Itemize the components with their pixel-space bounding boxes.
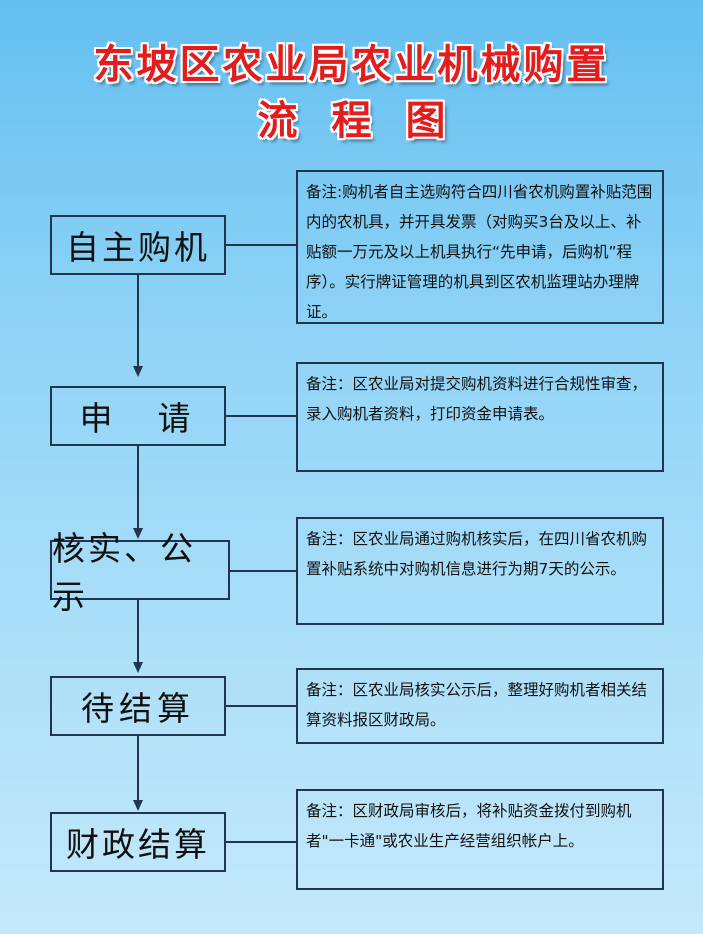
arrow-line-2 bbox=[137, 446, 139, 531]
step-box-3: 核实、公示 bbox=[50, 529, 230, 616]
arrow-head-2 bbox=[133, 528, 143, 539]
connector-1 bbox=[226, 244, 296, 246]
step-box-5: 财政结算 bbox=[50, 812, 226, 872]
arrow-head-4 bbox=[133, 800, 143, 811]
connector-4 bbox=[226, 705, 296, 707]
note-box-3: 备注：区农业局通过购机核实后，在四川省农机购置补贴系统中对购机信息进行为期7天的… bbox=[296, 517, 664, 625]
arrow-line-1 bbox=[137, 275, 139, 367]
note-box-4: 备注：区农业局核实公示后，整理好购机者相关结算资料报区财政局。 bbox=[296, 668, 664, 744]
diagram-title-line1: 东坡区农业局农业机械购置 bbox=[93, 42, 610, 88]
note-box-2: 备注：区农业局对提交购机资料进行合规性审查，录入购机者资料，打印资金申请表。 bbox=[296, 362, 664, 472]
note-box-5: 备注：区财政局审核后，将补贴资金拨付到购机者"一卡通"或农业生产经营组织帐户上。 bbox=[296, 789, 664, 890]
arrow-line-4 bbox=[137, 736, 139, 804]
connector-3 bbox=[230, 570, 296, 572]
connector-5 bbox=[226, 841, 296, 843]
diagram-title-line2: 流程图 bbox=[257, 98, 480, 144]
arrow-head-1 bbox=[133, 366, 143, 377]
step-box-4: 待结算 bbox=[50, 676, 226, 736]
arrow-line-3 bbox=[137, 600, 139, 665]
note-box-1: 备注:购机者自主选购符合四川省农机购置补贴范围内的农机具，并开具发票（对购买3台… bbox=[296, 170, 664, 324]
step-box-2: 申 请 bbox=[50, 386, 226, 446]
connector-2 bbox=[226, 415, 296, 417]
step-box-1: 自主购机 bbox=[50, 215, 226, 275]
arrow-head-3 bbox=[133, 662, 143, 673]
